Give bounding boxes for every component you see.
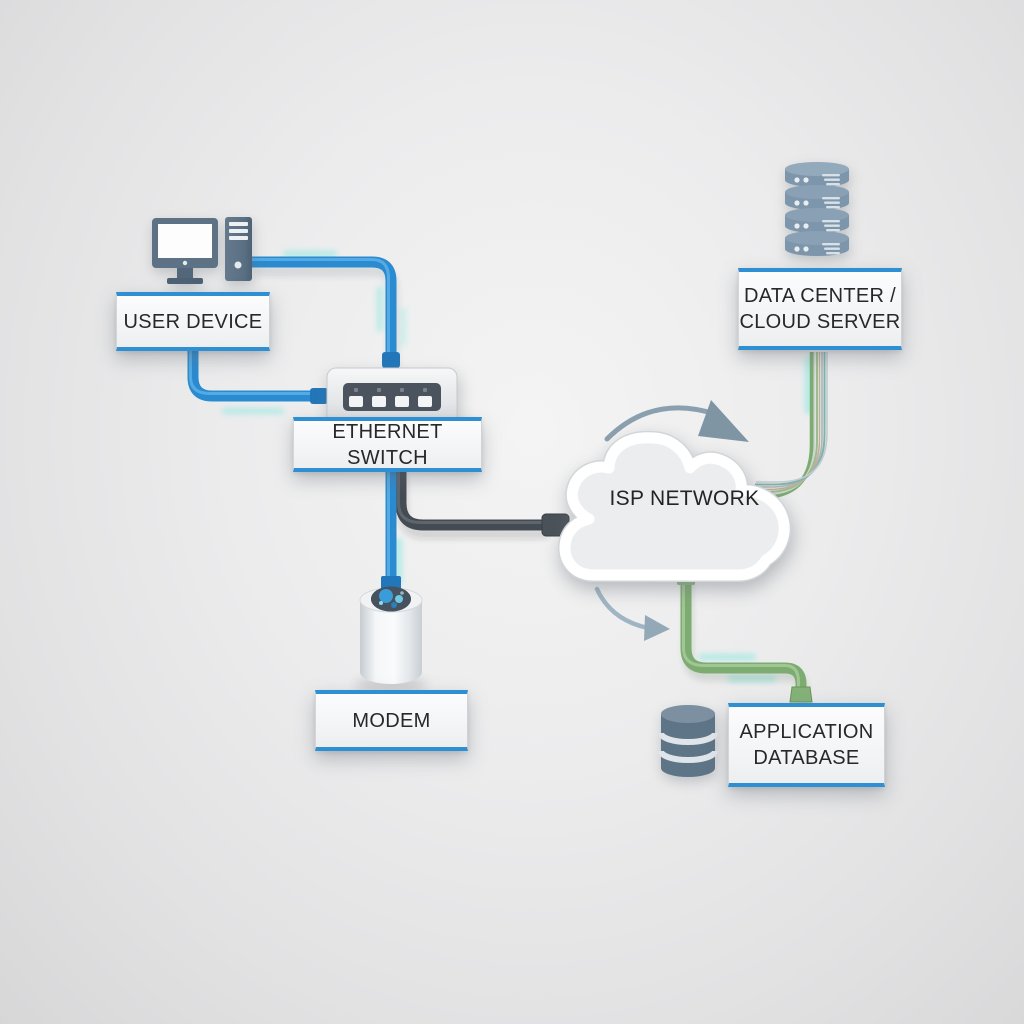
application-database-label-line2: DATABASE bbox=[753, 747, 860, 769]
cable-switch-to-modem bbox=[381, 470, 401, 592]
application-database-label-text: APPLICATION DATABASE bbox=[739, 719, 873, 771]
application-database-label-line1: APPLICATION bbox=[739, 721, 874, 743]
cable-userbox-to-switch bbox=[187, 349, 328, 404]
database-icon bbox=[658, 705, 718, 777]
flow-arrow-bottom bbox=[594, 586, 670, 641]
cable-switch-to-cloud bbox=[395, 470, 570, 539]
user-device-label-text: USER DEVICE bbox=[123, 310, 263, 333]
node-label-ethernet-switch: ETHERNET SWITCH bbox=[293, 417, 482, 472]
cloud-label: ISP NETWORK bbox=[592, 485, 777, 512]
server-stack-icon bbox=[785, 162, 849, 256]
cloud-label-line2: NETWORK bbox=[650, 487, 760, 510]
data-center-label-text: DATA CENTER / CLOUD SERVER bbox=[739, 283, 900, 335]
node-label-user-device: USER DEVICE bbox=[116, 292, 270, 351]
cloud-icon bbox=[558, 430, 792, 582]
desktop-computer-icon bbox=[152, 217, 252, 284]
data-center-label-line1: DATA CENTER / bbox=[743, 285, 897, 307]
modem-icon bbox=[355, 586, 427, 692]
modem-label-text: MODEM bbox=[352, 709, 431, 732]
ethernet-switch-label-text: ETHERNET SWITCH bbox=[332, 420, 443, 469]
data-center-label-line2: CLOUD SERVER bbox=[739, 311, 901, 333]
node-label-modem: MODEM bbox=[315, 690, 468, 751]
flow-arrow-top bbox=[604, 400, 749, 442]
node-label-application-database: APPLICATION DATABASE bbox=[728, 703, 885, 787]
ethernet-switch-icon bbox=[326, 367, 458, 427]
node-label-data-center: DATA CENTER / CLOUD SERVER bbox=[738, 268, 902, 350]
cable-pc-to-switch bbox=[252, 256, 400, 375]
cloud-label-line1: ISP bbox=[609, 487, 644, 510]
